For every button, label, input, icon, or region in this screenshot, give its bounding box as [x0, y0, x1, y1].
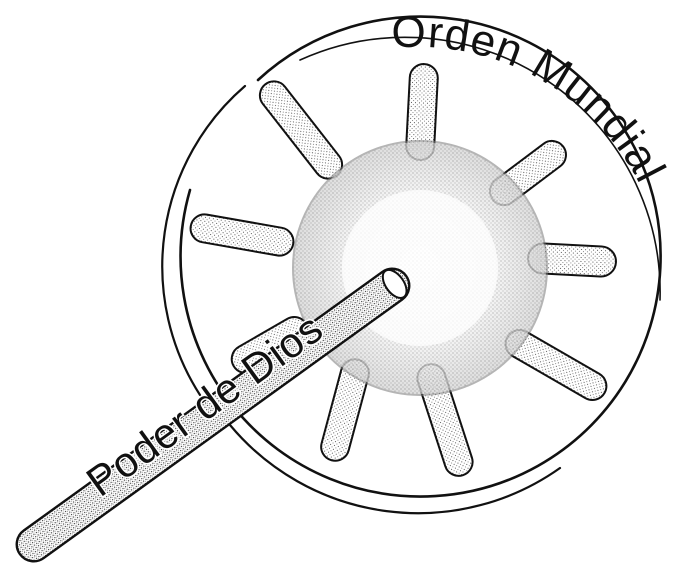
- rod-label: Poder de Dios: [78, 304, 332, 506]
- rod-label-text: Poder de Dios: [78, 304, 332, 506]
- spoke-upper-left: [254, 76, 347, 185]
- spoke-left: [188, 212, 295, 258]
- hub: [292, 140, 548, 396]
